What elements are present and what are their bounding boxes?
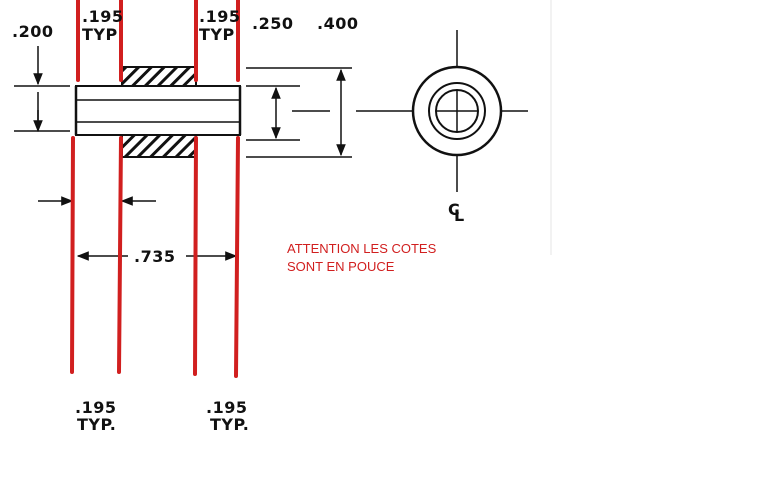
bottom-right-value: .195 [206,398,247,417]
bushing-side-view [74,66,242,158]
dimension-250 [246,85,330,141]
dimension-400 [246,67,352,158]
bushing-end-view [356,30,528,192]
middle-circle [428,82,486,140]
dim-typ-a-suffix: TYP [82,25,118,44]
centerline-l: L [454,206,465,225]
centerline-c: C [448,200,460,219]
dim-typ-b-suffix: TYP [199,25,235,44]
wall-section-top [121,66,197,87]
note-line-1: ATTENTION LES COTES [287,241,437,256]
dim-250-label: .250 [252,14,293,33]
dim-735-label: .735 [134,247,175,266]
wall-section-bottom [121,134,197,158]
bore-tube [75,85,241,136]
dim-typ-b-value: .195 [199,7,240,26]
bottom-right-suffix: TYP. [210,415,249,434]
dimension-200 [14,46,70,133]
dim-400-label: .400 [317,14,358,33]
bottom-left-value: .195 [75,398,116,417]
note-line-2: SONT EN POUCE [287,259,395,274]
red-annotation-lines [70,0,240,378]
dim-typ-a-value: .195 [82,7,123,26]
bottom-left-suffix: TYP. [77,415,116,434]
dim-200-label: .200 [12,22,53,41]
centerline-symbol: C L CL [448,200,465,225]
